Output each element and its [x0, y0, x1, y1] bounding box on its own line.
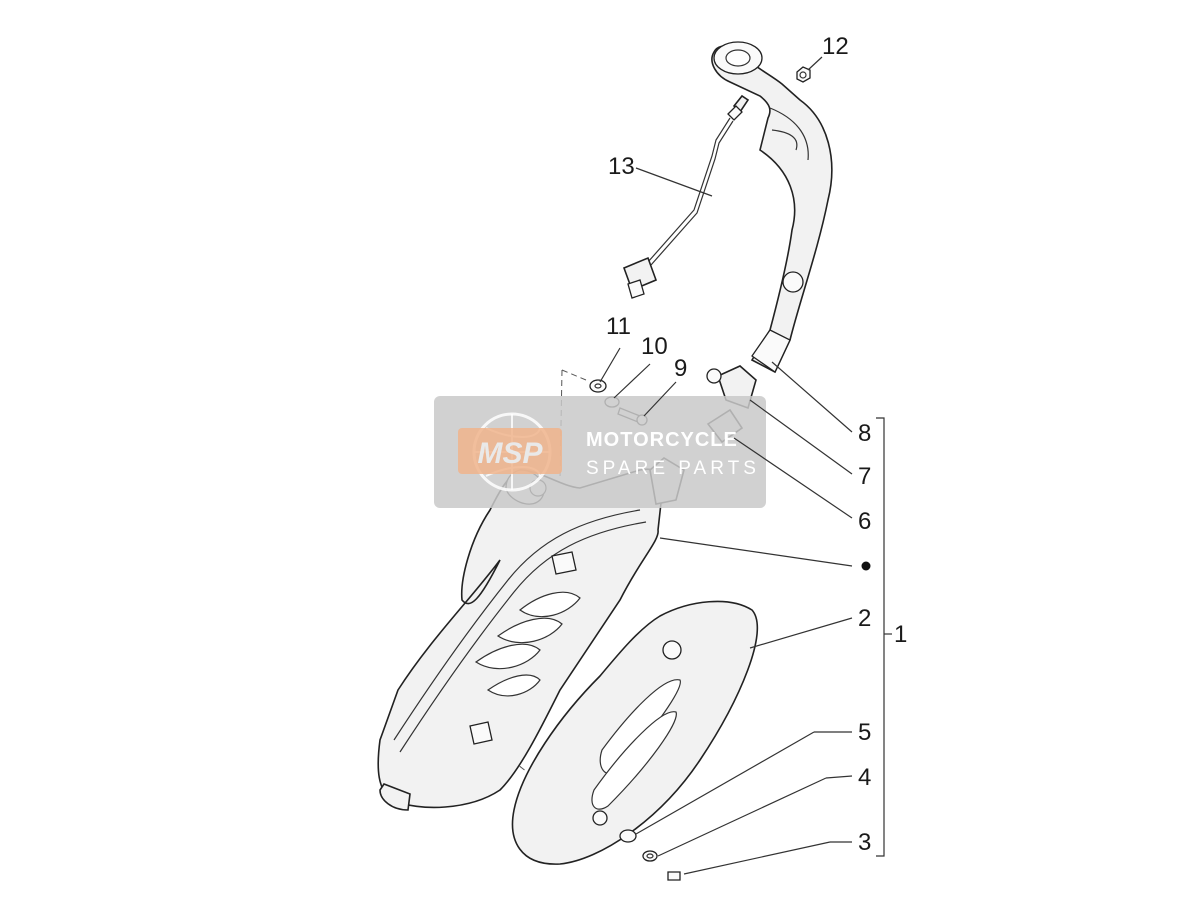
msp-logo-plate	[458, 428, 562, 474]
leader-lines	[599, 56, 892, 875]
callout-11: 11	[606, 313, 631, 340]
callout-4: 4	[858, 764, 871, 791]
watermark-logo: MSP	[477, 437, 543, 470]
callout-1: 1	[894, 621, 907, 648]
callout-2: 2	[858, 605, 871, 632]
watermark-background	[434, 396, 766, 508]
shield-fasteners	[619, 829, 681, 881]
watermark-line2: SPARE PARTS	[586, 458, 760, 479]
callout-6: 6	[858, 508, 871, 535]
heat-shield	[511, 600, 759, 865]
watermark: MSP MOTORCYCLE SPARE PARTS	[434, 396, 766, 508]
callout-8: 8	[858, 420, 871, 447]
callout-13: 13	[608, 153, 635, 180]
assembly-dot	[861, 561, 871, 571]
callout-12: 12	[822, 33, 849, 60]
callout-10: 10	[641, 333, 668, 360]
callout-5: 5	[858, 719, 871, 746]
callout-3: 3	[858, 829, 871, 856]
header-pipe	[711, 41, 833, 374]
watermark-line1: MOTORCYCLE	[586, 429, 738, 451]
lambda-sensor	[622, 94, 750, 299]
callout-7: 7	[858, 463, 871, 490]
callout-labels: 12 13 11 10 9 8 7 6 2 1 5 4 3	[606, 33, 907, 856]
flange-nut	[796, 66, 811, 83]
callout-9: 9	[674, 355, 687, 382]
